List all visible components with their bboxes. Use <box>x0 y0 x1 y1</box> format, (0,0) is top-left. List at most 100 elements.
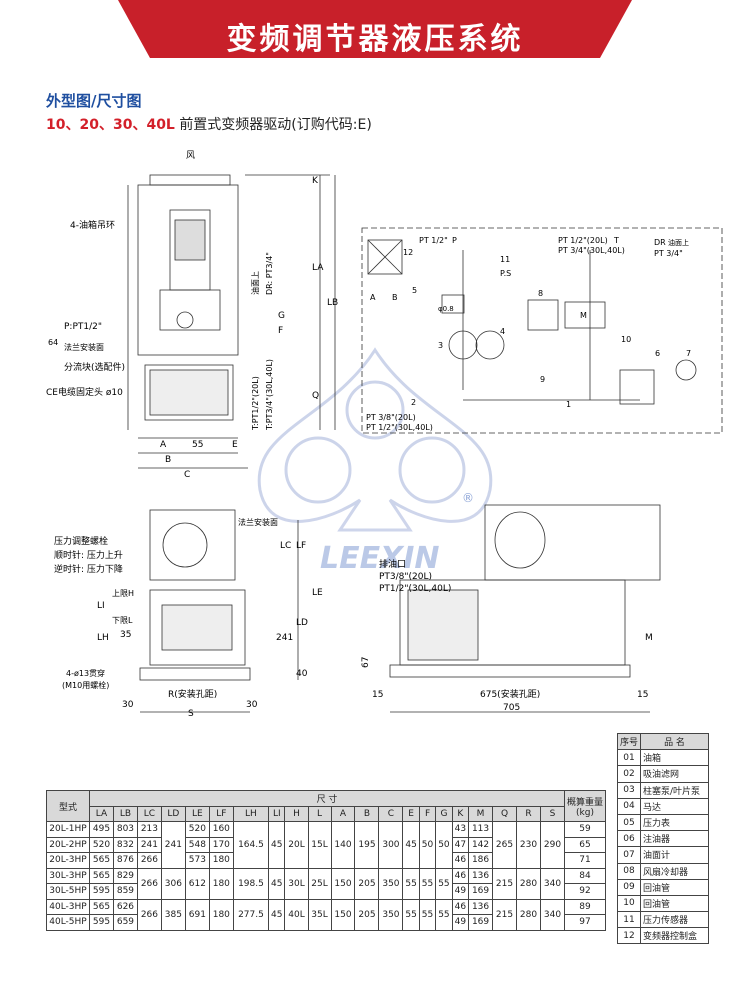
spec-cell: 160 <box>208 821 234 838</box>
ccw-label: 逆时针: 压力下降 <box>54 563 123 575</box>
parts-name-cell: 压力传感器 <box>640 911 709 929</box>
parts-no-cell: 08 <box>617 862 641 880</box>
spec-col-a: A <box>330 805 356 822</box>
spec-cell: 46 <box>451 867 470 884</box>
spec-cell: 205 <box>354 898 380 931</box>
spec-cell: 49 <box>451 914 470 931</box>
t-port-label-a: T:PT1/2"(20L) <box>251 376 260 431</box>
spec-col-e: E <box>402 805 420 822</box>
spec-col-l: L <box>307 805 332 822</box>
circuit-b: B <box>392 293 398 302</box>
spec-cell: 832 <box>112 836 138 853</box>
dim-k: K <box>312 176 319 186</box>
spec-model-cell: 30L-3HP <box>46 867 90 884</box>
spec-cell: 46 <box>451 898 470 915</box>
dim-c: C <box>184 470 190 480</box>
spec-cell: 213 <box>136 821 162 838</box>
watermark-registered: ® <box>462 491 474 505</box>
circuit-num-1: 1 <box>566 400 571 409</box>
front-view <box>127 174 336 469</box>
dim-15-right: 15 <box>637 690 648 700</box>
spec-col-b: B <box>354 805 380 822</box>
dim-lh: LH <box>97 633 109 643</box>
spec-col-ld: LD <box>160 805 186 822</box>
spec-weight-unit: (kg) <box>576 807 594 818</box>
spec-cell: 548 <box>184 836 210 853</box>
drain-label: 排油口 <box>379 558 406 570</box>
spec-cell: 46 <box>451 852 470 869</box>
splitter-label: 分流块(选配件) <box>64 361 125 373</box>
drive-description: 前置式变频器驱动(订购代码:E) <box>179 117 372 133</box>
circuit-dr-text: 油面上 <box>668 238 689 247</box>
spec-cell: 49 <box>451 883 470 900</box>
spec-cell: 45 <box>268 821 286 869</box>
spec-cell: 140 <box>330 821 356 869</box>
cw-label: 顺时针: 压力上升 <box>54 549 123 561</box>
dim-s: S <box>188 709 194 719</box>
circuit-num-6: 6 <box>655 349 660 358</box>
parts-name-cell: 风扇冷却器 <box>640 862 709 880</box>
circuit-num-3: 3 <box>438 341 443 350</box>
parts-header-name: 品 名 <box>640 732 709 751</box>
spec-cell: 169 <box>468 914 494 931</box>
circuit-num-5: 5 <box>412 286 417 295</box>
dim-35: 35 <box>120 630 131 640</box>
spec-cell: 266 <box>136 867 162 900</box>
upper-limit-label: 上限H <box>112 589 134 598</box>
banner-shape <box>118 0 632 58</box>
spec-cell: 55 <box>435 867 453 900</box>
parts-no-cell: 10 <box>617 894 641 913</box>
spec-col-r: R <box>515 805 541 822</box>
dim-40: 40 <box>296 669 308 679</box>
spec-cell: 25L <box>307 867 332 900</box>
parts-no-cell: 06 <box>617 830 641 848</box>
pressure-port-label: P:PT1/2" <box>64 322 102 332</box>
spec-cell: 170 <box>208 836 234 853</box>
watermark-logo <box>257 347 493 532</box>
spec-cell: 876 <box>112 852 138 869</box>
spec-weight-cell: 92 <box>564 883 606 900</box>
spec-model-header: 型式 <box>46 790 90 822</box>
holes-label-b: (M10用螺栓) <box>62 680 109 690</box>
dim-le: LE <box>312 588 323 598</box>
spec-weight-cell: 89 <box>564 898 606 915</box>
dim-r: R(安装孔距) <box>168 688 217 700</box>
circuit-num-4: 4 <box>500 327 505 336</box>
parts-name-cell: 吸油滤网 <box>640 765 709 783</box>
dim-la: LA <box>312 263 324 273</box>
circuit-suction-b: PT 1/2"(30L,40L) <box>366 423 433 432</box>
parts-no-cell: 12 <box>617 927 641 945</box>
spec-model-cell: 20L-1HP <box>46 821 90 838</box>
circuit-num-2: 2 <box>411 398 416 407</box>
dim-lf: LF <box>296 541 306 551</box>
parts-name-cell: 压力表 <box>640 813 709 832</box>
spec-cell: 45 <box>268 898 286 931</box>
side-view <box>139 509 299 713</box>
spec-cell: 573 <box>184 852 210 869</box>
spec-cell: 215 <box>492 867 517 900</box>
parts-name-cell: 注油器 <box>640 830 709 848</box>
parts-no-cell: 09 <box>617 878 641 896</box>
spec-col-m: M <box>468 805 494 822</box>
circuit-p-box: P <box>452 236 457 245</box>
circuit-ps: P.S <box>500 269 511 278</box>
spec-cell: 215 <box>492 898 517 931</box>
spec-cell: 280 <box>515 898 541 931</box>
spec-cell: 300 <box>378 821 404 869</box>
spec-cell: 15L <box>307 821 332 869</box>
spec-col-g: G <box>435 805 453 822</box>
section-subheading: 10、20、30、40L 前置式变频器驱动(订购代码:E) <box>46 114 372 134</box>
circuit-orifice: φ0.8 <box>438 305 454 313</box>
spec-cell: 136 <box>468 867 494 884</box>
spec-cell: 169 <box>468 883 494 900</box>
spec-dims-header: 尺 寸 <box>89 790 565 807</box>
spec-cell: 20L <box>284 821 309 869</box>
drain-size-b: PT1/2"(30L,40L) <box>379 584 451 594</box>
